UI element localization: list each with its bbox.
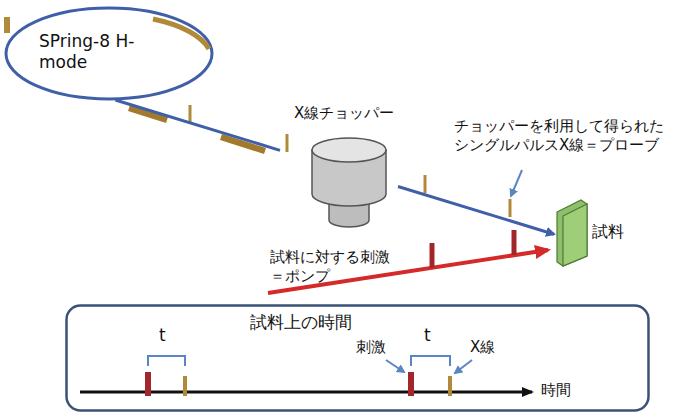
- interval-label: t: [159, 325, 175, 346]
- node-text: 試料: [592, 222, 632, 242]
- storage-ring-shape: [3, 5, 215, 102]
- pump-pulse: [512, 230, 517, 255]
- node-text: X線チョッパー: [294, 104, 414, 123]
- node-text: 試料上の時間: [250, 312, 450, 333]
- probe-note: チョッパーを利用して得られた シングルパルスX線＝プローブ: [454, 117, 694, 155]
- beamline: [115, 100, 280, 150]
- storage-ring: SPring-8 H-mode: [3, 5, 215, 102]
- timeline: [80, 356, 532, 396]
- node-text: SPring-8 H-mode: [39, 31, 139, 74]
- pump-pulse: [430, 243, 435, 268]
- time-label: 時間: [541, 381, 581, 400]
- x-ray-chopper-shape: [280, 104, 418, 228]
- sample: 試料: [552, 198, 636, 268]
- beamline: [398, 186, 554, 234]
- stimulus-label: 刺激: [356, 338, 396, 357]
- pump-note: 試料に対する刺激 ＝ポンプ: [270, 248, 400, 286]
- interval-label: t: [424, 325, 440, 346]
- x-ray-chopper: X線チョッパー: [280, 104, 418, 228]
- leader-line: [511, 170, 522, 196]
- xray-label: X線: [470, 338, 506, 357]
